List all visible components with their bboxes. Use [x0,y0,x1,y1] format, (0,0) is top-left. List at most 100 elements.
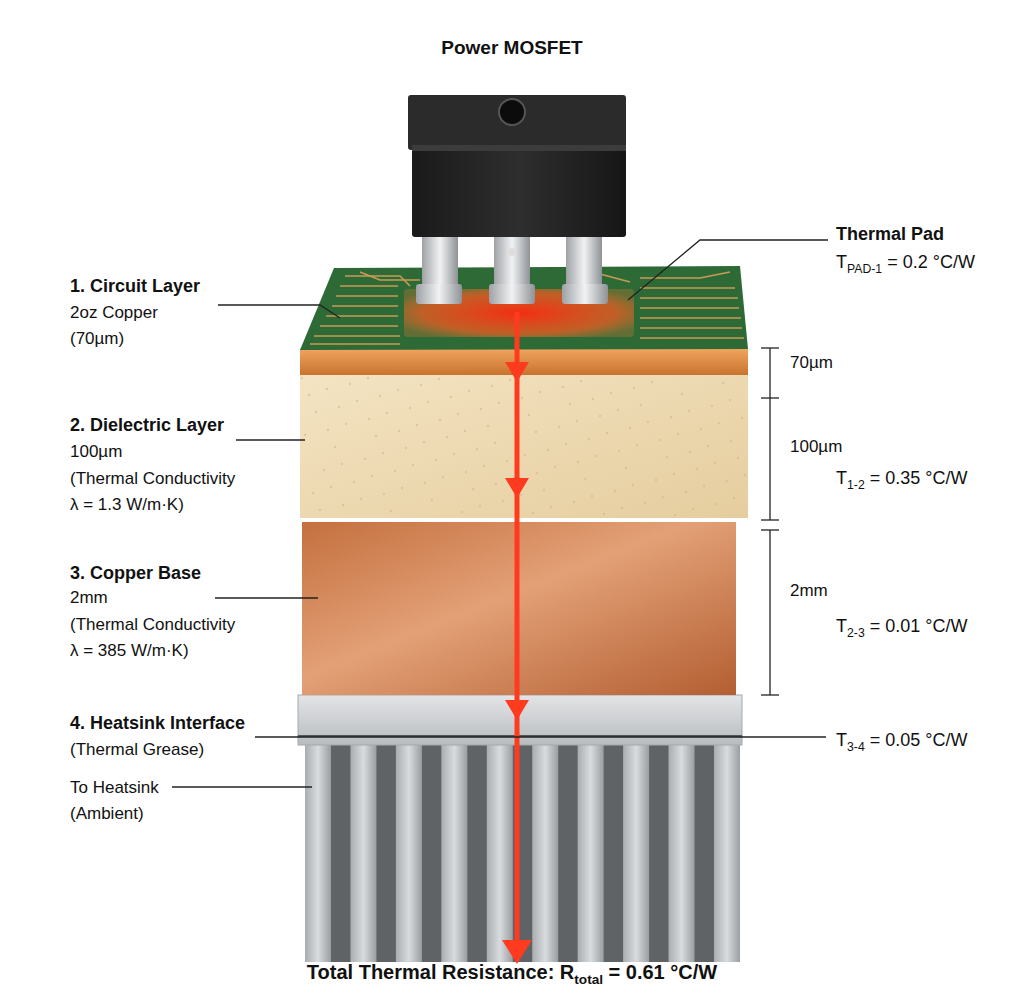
dielectric-grain [319,509,321,511]
text-part: Total Thermal Resistance: R [307,961,574,983]
dielectric-grain [640,404,642,406]
dimension: 2mm [70,585,108,611]
mosfet-lead-foot [489,284,535,304]
dielectric-grain [495,483,497,485]
dielectric-grain [353,481,355,483]
dielectric-grain [480,408,482,410]
dielectric-grain [618,450,620,452]
heat-flow-arrow [502,312,532,964]
dielectric-grain [744,474,746,476]
dielectric-grain [338,406,340,408]
subscript: 1-2 [847,478,865,492]
dielectric-grain [580,380,582,382]
thermal-resistance: T1-2 = 0.35 °C/W [836,465,967,491]
layer-name: 1. Circuit Layer [70,273,200,299]
dimension: 100µm [790,434,842,460]
dielectric-grain [562,386,564,388]
dielectric-grain [326,388,328,390]
diagram-caption: Total Thermal Resistance: Rtotal = 0.61 … [307,959,717,985]
heat-flow-line [515,312,520,945]
dielectric-grain [465,471,467,473]
pcb-trace [640,297,738,299]
dielectric-grain [714,462,716,464]
heatsink-fin [532,742,558,962]
dielectric-grain [681,393,683,395]
arrow-head [502,940,532,964]
pcb-trace [340,285,398,287]
dielectric-grain [692,508,694,510]
dielectric-grain [398,430,400,432]
dielectric-grain [659,439,661,441]
text-part: = 0.61 °C/W [603,961,717,983]
dielectric-grain [666,456,668,458]
pcb-trace [640,287,735,289]
mosfet-package [408,95,626,304]
dielectric-grain [397,389,399,391]
pcb-trace [640,307,739,309]
dielectric-grain [543,489,545,491]
dielectric-grain [494,442,496,444]
text-part: = 0.05 °C/W [865,730,968,750]
pcb-trace [600,274,630,282]
dimension-line [769,530,770,695]
text-part: = 0.35 °C/W [865,468,968,488]
dielectric-grain [427,401,429,403]
subscript: 2-3 [847,626,865,640]
heatsink-fin [578,742,604,962]
dielectric-grain [446,436,448,438]
dielectric-grain [431,499,433,501]
thermal-resistance: T3-4 = 0.05 °C/W [836,727,967,753]
heatsink-fin [669,742,695,962]
dielectric-grain [718,422,720,424]
pcb-trace [640,272,730,278]
dielectric-grain [371,475,373,477]
heatsink-fin [623,742,649,962]
dielectric-grain [476,448,478,450]
dimension: 100µm [70,439,122,465]
dielectric-grain [625,467,627,469]
dielectric-grain [617,409,619,411]
dielectric-grain [409,407,411,409]
pcb-trace [640,327,742,329]
dielectric-grain [342,504,344,506]
dielectric-grain [301,377,303,379]
dielectric-grain [685,491,687,493]
dielectric-grain [737,457,739,459]
dielectric-grain [673,473,675,475]
dielectric-grain [498,402,500,404]
subscript: PAD-1 [847,262,882,276]
mosfet-lead-foot [562,284,608,304]
dielectric-grain [629,427,631,429]
pcb-trace [320,325,398,327]
mosfet-tab [408,95,626,150]
text-part: T [836,730,847,750]
dielectric-grain [390,510,392,512]
dielectric-grain [633,387,635,389]
dielectric-grain [442,476,444,478]
dimension-tick [761,519,779,520]
dielectric-grain [453,453,455,455]
lead-hole [508,248,516,256]
dielectric-grain [479,505,481,507]
dielectric-grain [670,416,672,418]
dielectric-grain [565,443,567,445]
pcb-trace [640,317,741,319]
dielectric-grain [386,412,388,414]
dielectric-grain [457,413,459,415]
heatsink-fin [714,742,740,962]
dielectric-grain [491,385,493,387]
arrow-head [505,700,529,720]
dielectric-grain [576,420,578,422]
dielectric-grain [506,460,508,462]
dielectric-grain [327,429,329,431]
part-name: To Heatsink (Ambient) [70,775,170,827]
dielectric-grain [689,451,691,453]
dielectric-grain [450,396,452,398]
dielectric-grain [722,382,724,384]
heatsink-fin [441,742,467,962]
dielectric-grain [591,495,593,497]
dielectric-grain [401,487,403,489]
dielectric-grain [524,454,526,456]
dielectric-grain [595,455,597,457]
dielectric-grain [360,498,362,500]
